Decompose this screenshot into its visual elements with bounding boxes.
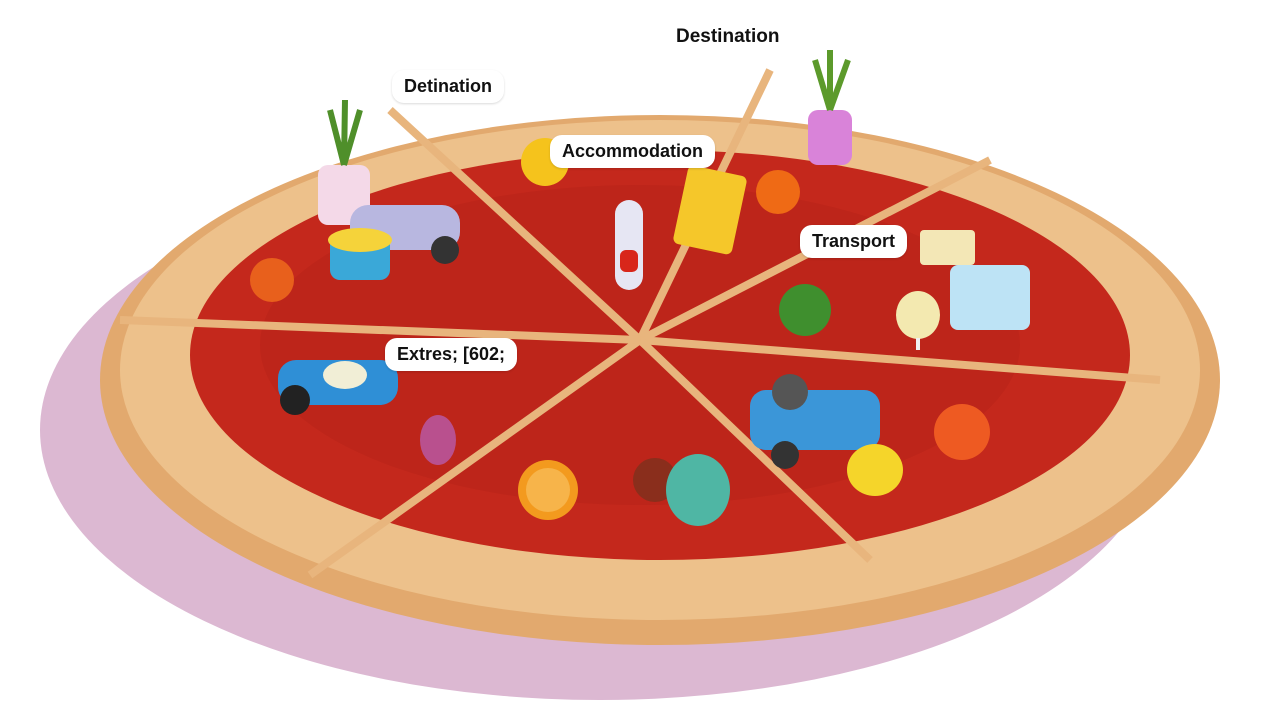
glass-icon (896, 291, 940, 339)
label-destination-top: Destination (676, 26, 780, 47)
pink-pot-icon (808, 110, 852, 165)
herbs-icon (779, 284, 831, 336)
callout-destination-left-text: Detination (404, 76, 492, 96)
orange-icon (756, 170, 800, 214)
pumpkin-icon (250, 258, 294, 302)
ticket-icon (673, 165, 747, 255)
callout-extras-text: Extres; [602; (397, 344, 506, 364)
pomegranate-icon (633, 458, 677, 502)
coin-icon (666, 454, 730, 526)
pineapple-icon (847, 444, 903, 496)
callout-accommodation: Accommodation (550, 135, 716, 168)
callout-transport-text: Transport (812, 231, 896, 251)
toppings (250, 50, 1030, 526)
callout-accommodation-text: Accommodation (562, 141, 704, 161)
callout-transport: Transport (800, 225, 908, 258)
box-icon (950, 265, 1030, 330)
callout-destination-left: Detination (392, 70, 504, 103)
grapes-icon (420, 415, 456, 465)
blue-car-right-icon (750, 390, 880, 450)
device-icon (615, 200, 643, 290)
callout-extras: Extres; [602; (385, 338, 518, 371)
tomato-icon (934, 404, 990, 460)
